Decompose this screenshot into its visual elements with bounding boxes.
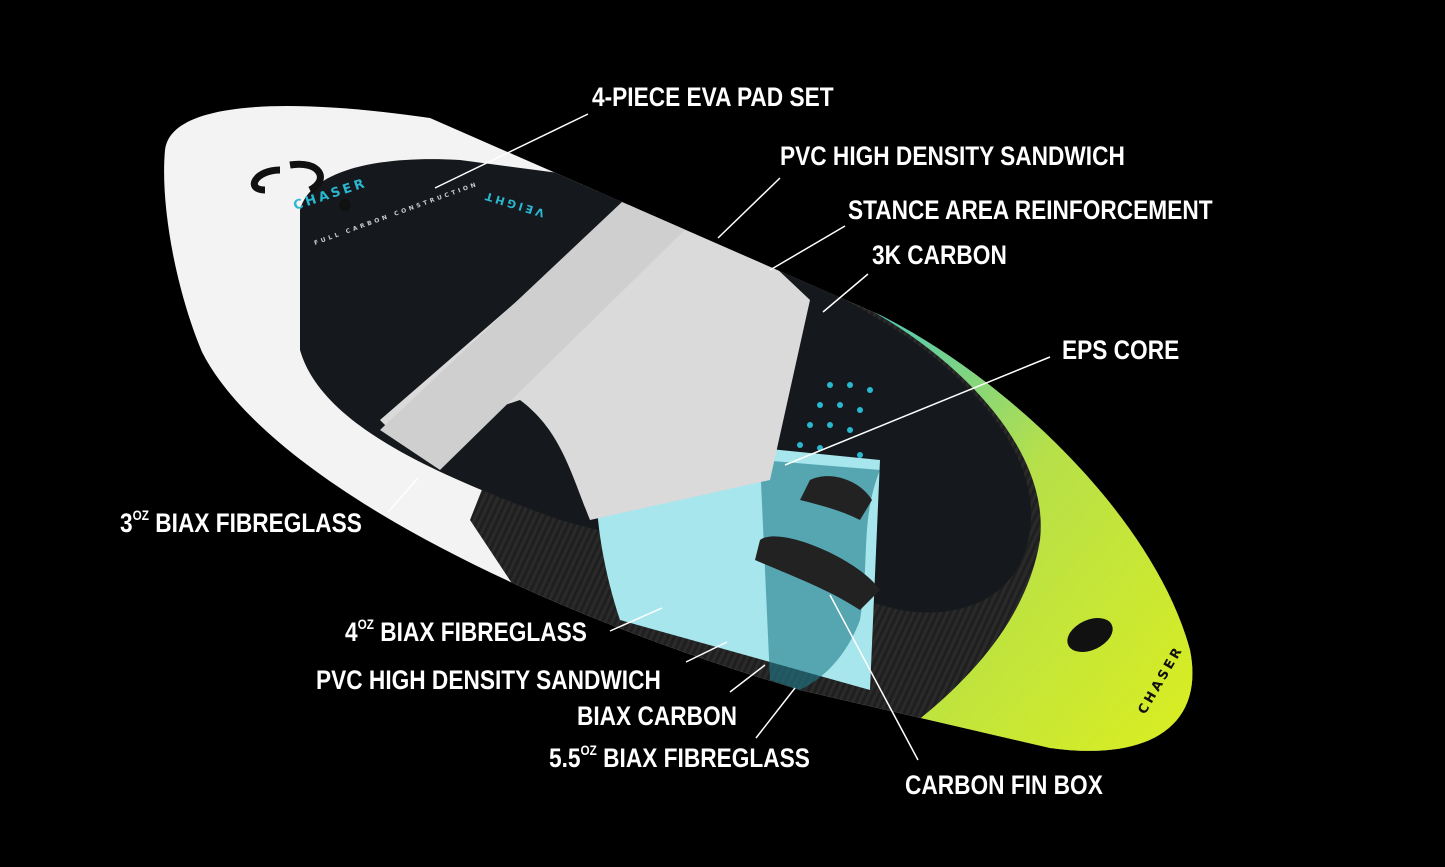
leader-3k-carbon bbox=[822, 273, 869, 313]
nose-plug bbox=[339, 199, 351, 211]
label-5-5oz-biax: 5.5OZ BIAX FIBREGLASS bbox=[549, 742, 810, 773]
label-carbon-fin-box: CARBON FIN BOX bbox=[905, 770, 1103, 800]
tail-yellow bbox=[800, 310, 1193, 751]
label-3k-carbon: 3K CARBON bbox=[872, 240, 1007, 270]
leader-stance bbox=[769, 225, 846, 271]
leader-biax55 bbox=[755, 687, 796, 739]
leader-finbox bbox=[829, 594, 919, 761]
leader-eps bbox=[784, 356, 1051, 466]
leader-pvc-bottom bbox=[685, 641, 728, 663]
label-stance-reinforcement: STANCE AREA REINFORCEMENT bbox=[848, 195, 1213, 225]
fin-box-1 bbox=[800, 476, 872, 520]
leader-biax3 bbox=[387, 477, 419, 513]
leader-biax4 bbox=[609, 607, 663, 632]
leader-eva-pad bbox=[434, 113, 589, 189]
label-eps-core: EPS CORE bbox=[1062, 335, 1180, 365]
eva-pad-rear bbox=[380, 190, 810, 520]
brand-logo-icon bbox=[250, 160, 324, 194]
fin-box-2 bbox=[755, 536, 880, 610]
label-pvc-sandwich-bottom: PVC HIGH DENSITY SANDWICH bbox=[316, 665, 661, 695]
label-eva-pad-set: 4-PIECE EVA PAD SET bbox=[592, 82, 834, 112]
label-4oz-biax: 4OZ BIAX FIBREGLASS bbox=[345, 616, 587, 647]
traction-dots bbox=[797, 382, 873, 458]
leader-pvc-top bbox=[717, 177, 781, 239]
tail-plug bbox=[1067, 618, 1113, 652]
leader-lines bbox=[387, 113, 1051, 761]
label-biax-carbon: BIAX CARBON bbox=[577, 701, 738, 731]
label-3oz-biax: 3OZ BIAX FIBREGLASS bbox=[120, 507, 362, 538]
leader-biax-carbon bbox=[729, 664, 766, 693]
eva-pad-front bbox=[380, 185, 700, 470]
label-pvc-sandwich-top: PVC HIGH DENSITY SANDWICH bbox=[780, 141, 1125, 171]
